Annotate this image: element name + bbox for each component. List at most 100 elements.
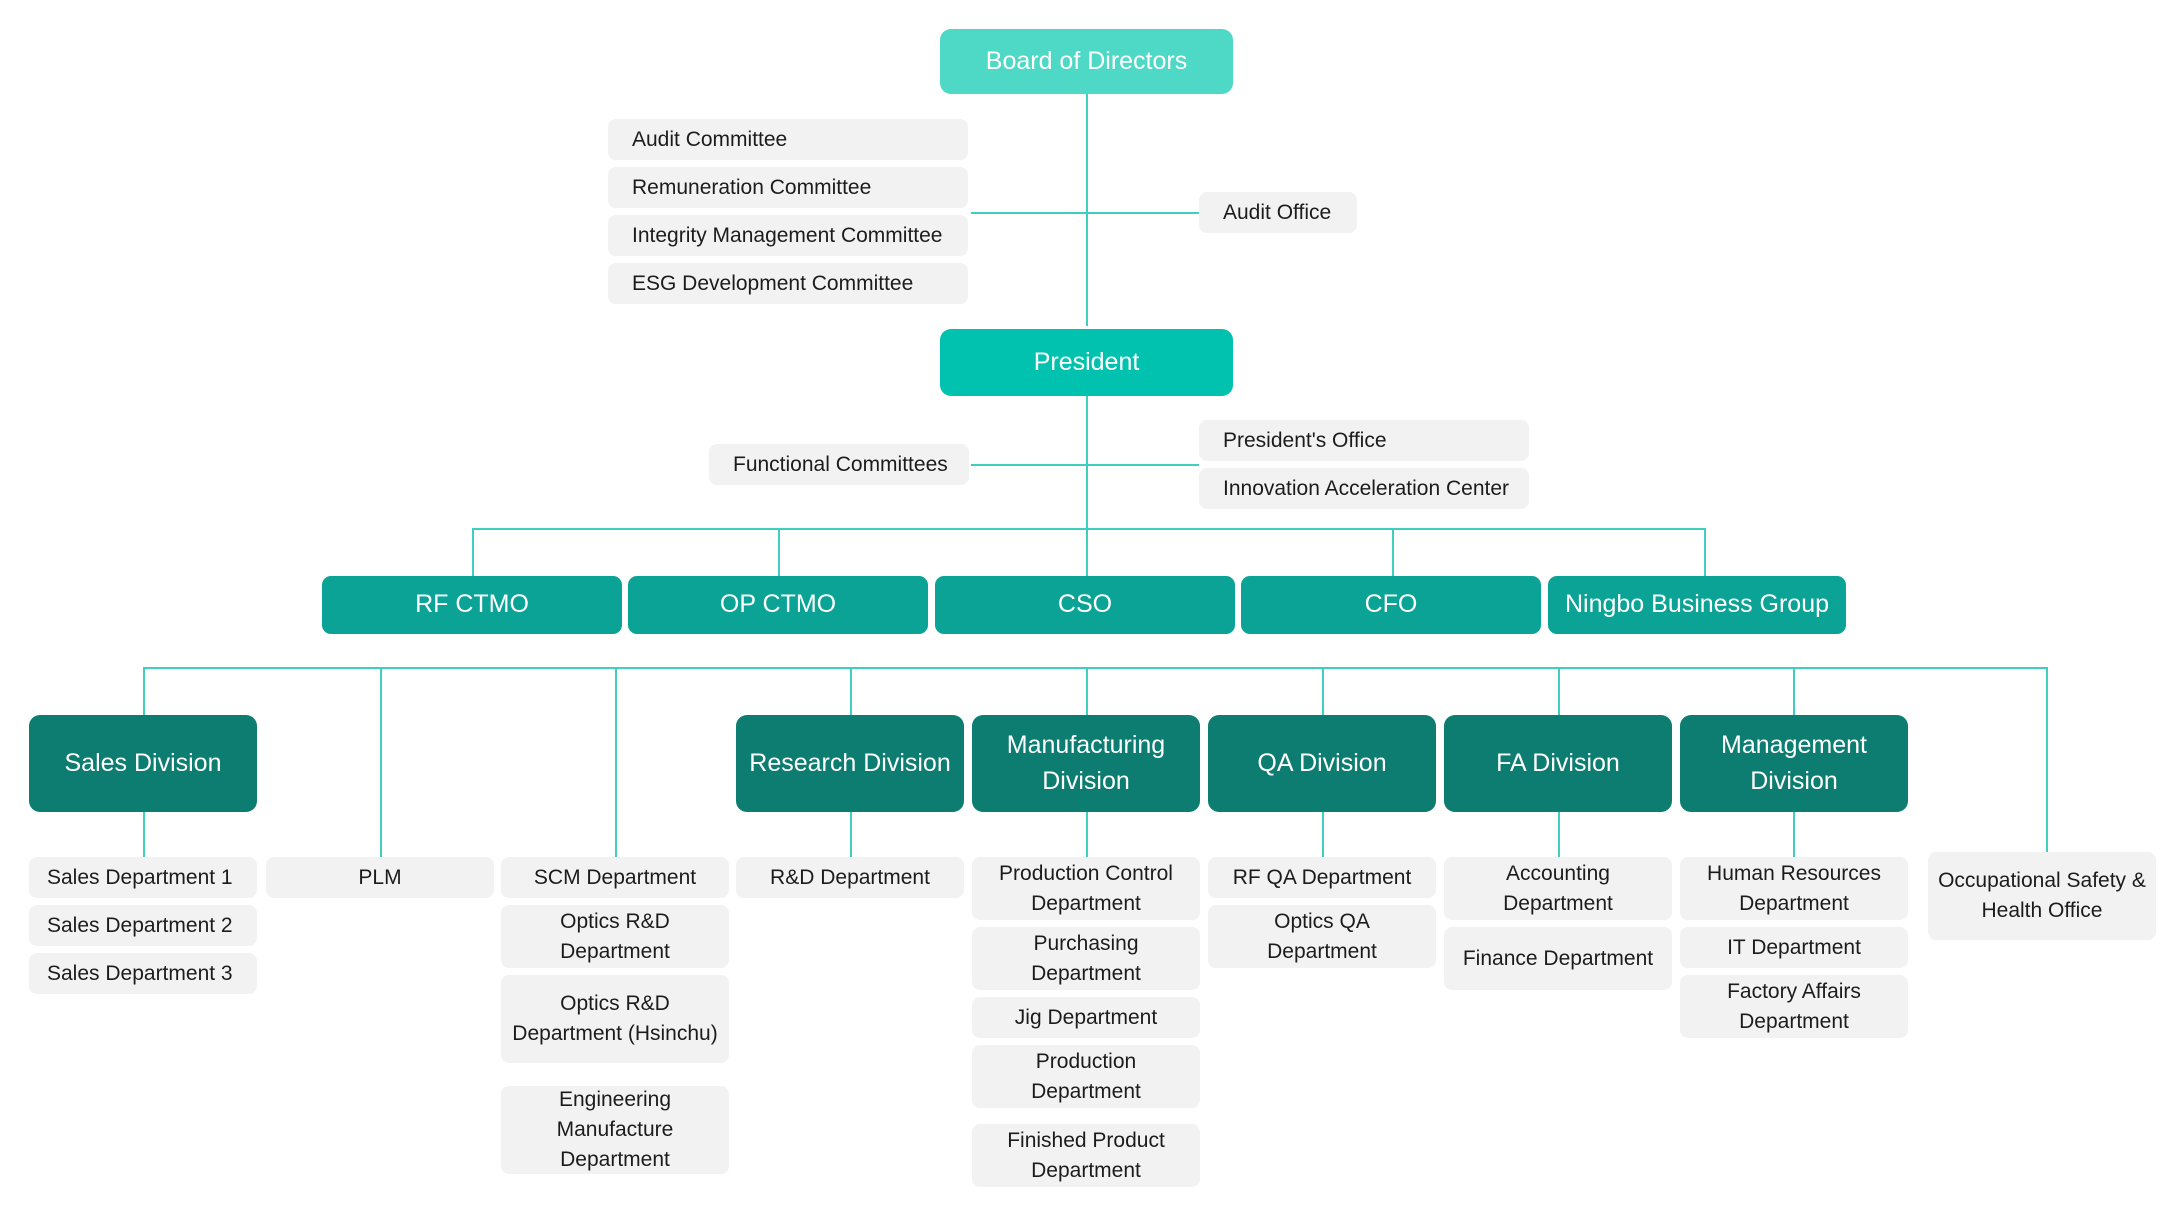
node-label: Board of Directors [985, 46, 1188, 75]
node-label: Finished Product Department [1007, 1128, 1165, 1182]
connector-exec-drop-1 [472, 528, 474, 576]
node-label: Audit Office [1223, 200, 1332, 224]
node-finished-product-department[interactable]: Finished Product Department [972, 1124, 1200, 1187]
connector-division-drop-2 [380, 667, 382, 715]
node-purchasing-department[interactable]: Purchasing Department [972, 927, 1200, 990]
connector-dept-drop-mfg [1086, 812, 1088, 857]
node-engineering-manufacture-department[interactable]: Engineering Manufacture Department [501, 1086, 729, 1174]
node-label: Integrity Management Committee [632, 223, 943, 247]
connector-dept-drop-scm [615, 715, 617, 857]
connector-division-drop-4 [850, 667, 852, 715]
node-label: Management Division [1721, 731, 1867, 795]
connector-board-to-committees [971, 212, 1087, 214]
node-remuneration-committee[interactable]: Remuneration Committee [608, 167, 968, 208]
node-label: Manufacturing Division [1006, 731, 1166, 795]
connector-exec-drop-3 [1086, 528, 1088, 576]
connector-dept-drop-qa [1322, 812, 1324, 857]
connector-dept-drop-sales [143, 812, 145, 857]
node-label: Optics R&D Department (Hsinchu) [512, 992, 718, 1045]
node-label: President's Office [1223, 428, 1387, 452]
node-factory-affairs-department[interactable]: Factory Affairs Department [1680, 975, 1908, 1038]
node-op-ctmo[interactable]: OP CTMO [628, 576, 928, 634]
node-qa-division[interactable]: QA Division [1208, 715, 1436, 812]
node-label: Research Division [749, 748, 951, 777]
node-presidents-office[interactable]: President's Office [1199, 420, 1529, 461]
connector-dept-drop-plm [380, 715, 382, 857]
node-rf-qa-department[interactable]: RF QA Department [1208, 857, 1436, 898]
node-rf-ctmo[interactable]: RF CTMO [322, 576, 622, 634]
node-audit-office[interactable]: Audit Office [1199, 192, 1357, 233]
connector-dept-drop-mgmt [1793, 812, 1795, 857]
node-research-division[interactable]: Research Division [736, 715, 964, 812]
connector-division-drop-1 [143, 667, 145, 715]
connector-division-drop-6 [1322, 667, 1324, 715]
node-label: Jig Department [1014, 1005, 1158, 1029]
node-innovation-acceleration-center[interactable]: Innovation Acceleration Center [1199, 468, 1529, 509]
node-human-resources-department[interactable]: Human Resources Department [1680, 857, 1908, 920]
node-label: Audit Committee [632, 127, 788, 151]
node-label: CFO [1364, 590, 1418, 619]
node-label: Sales Department 3 [47, 961, 233, 985]
node-label: Optics QA Department [1267, 909, 1377, 963]
node-label: Ningbo Business Group [1564, 590, 1830, 619]
node-fa-division[interactable]: FA Division [1444, 715, 1672, 812]
node-jig-department[interactable]: Jig Department [972, 997, 1200, 1038]
node-label: PLM [358, 865, 402, 889]
node-production-department[interactable]: Production Department [972, 1045, 1200, 1108]
node-ningbo-business-group[interactable]: Ningbo Business Group [1548, 576, 1846, 634]
node-label: OP CTMO [719, 590, 837, 619]
node-label: RF CTMO [415, 590, 529, 619]
node-optics-rd-department[interactable]: Optics R&D Department [501, 905, 729, 968]
connector-exec-drop-2 [778, 528, 780, 576]
node-board-of-directors[interactable]: Board of Directors [940, 29, 1233, 94]
node-esg-development-committee[interactable]: ESG Development Committee [608, 263, 968, 304]
connector-exec-drop-4 [1392, 528, 1394, 576]
node-sales-department-2[interactable]: Sales Department 2 [29, 905, 257, 946]
connector-president-trunk [1086, 396, 1088, 576]
node-integrity-management-committee[interactable]: Integrity Management Committee [608, 215, 968, 256]
node-label: IT Department [1727, 935, 1861, 959]
node-manufacturing-division[interactable]: Manufacturing Division [972, 715, 1200, 812]
node-label: Optics R&D Department [560, 909, 670, 963]
node-label: RF QA Department [1232, 865, 1412, 889]
node-label: Purchasing Department [1031, 931, 1141, 985]
node-sales-department-3[interactable]: Sales Department 3 [29, 953, 257, 994]
node-label: Sales Division [64, 748, 222, 777]
node-production-control-department[interactable]: Production Control Department [972, 857, 1200, 920]
connector-division-drop-9 [2046, 667, 2048, 852]
node-audit-committee[interactable]: Audit Committee [608, 119, 968, 160]
node-president[interactable]: President [940, 329, 1233, 396]
connector-exec-bus [472, 528, 1706, 530]
node-label: Human Resources Department [1707, 861, 1881, 915]
node-label: Finance Department [1462, 946, 1654, 970]
node-cfo[interactable]: CFO [1241, 576, 1541, 634]
node-cso[interactable]: CSO [935, 576, 1235, 634]
node-optics-qa-department[interactable]: Optics QA Department [1208, 905, 1436, 968]
connector-division-drop-7 [1558, 667, 1560, 715]
connector-president-to-functional [971, 464, 1087, 466]
connector-dept-drop-fa [1558, 812, 1560, 857]
node-it-department[interactable]: IT Department [1680, 927, 1908, 968]
node-functional-committees[interactable]: Functional Committees [709, 444, 969, 485]
node-management-division[interactable]: Management Division [1680, 715, 1908, 812]
node-finance-department[interactable]: Finance Department [1444, 927, 1672, 990]
node-scm-department[interactable]: SCM Department [501, 857, 729, 898]
node-optics-rd-department-hsinchu[interactable]: Optics R&D Department (Hsinchu) [501, 975, 729, 1063]
connector-dept-drop-research [850, 812, 852, 857]
node-accounting-department[interactable]: Accounting Department [1444, 857, 1672, 920]
node-label: President [1033, 347, 1140, 376]
connector-division-drop-3 [615, 667, 617, 715]
connector-board-to-president [1086, 94, 1088, 326]
node-label: Remuneration Committee [632, 175, 872, 199]
connector-exec-drop-5 [1704, 528, 1706, 576]
node-label: Accounting Department [1503, 861, 1613, 915]
node-sales-division[interactable]: Sales Division [29, 715, 257, 812]
node-label: QA Division [1257, 748, 1387, 777]
node-sales-department-1[interactable]: Sales Department 1 [29, 857, 257, 898]
node-label: Sales Department 1 [47, 865, 233, 889]
node-label: Production Department [1031, 1049, 1141, 1103]
node-occupational-safety-health-office[interactable]: Occupational Safety & Health Office [1928, 852, 2156, 940]
node-plm[interactable]: PLM [266, 857, 494, 898]
node-rd-department[interactable]: R&D Department [736, 857, 964, 898]
